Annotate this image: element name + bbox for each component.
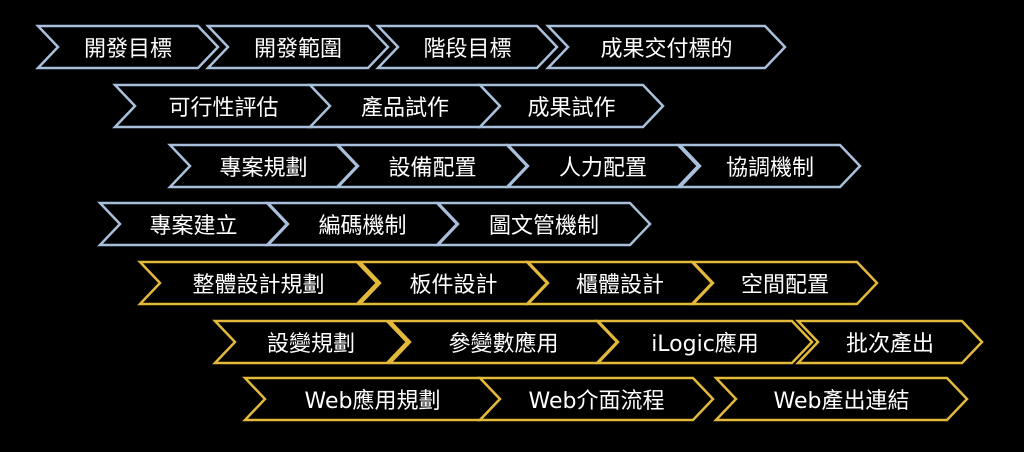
chevron-label: 成果試作 <box>527 96 616 121</box>
chevron-label: 專案建立 <box>149 214 238 239</box>
chevron-label: iLogic應用 <box>651 332 759 357</box>
chevron-label: 櫃體設計 <box>575 273 664 298</box>
chevron-shape <box>595 319 814 365</box>
chevron-shape <box>205 24 390 70</box>
chevron-label: 人力配置 <box>558 156 647 181</box>
chevron-label: 空間配置 <box>740 273 829 298</box>
chevron-label: Web產出連結 <box>773 389 910 414</box>
chevron-label: 開發目標 <box>83 37 172 62</box>
chevron-shape <box>713 376 969 422</box>
chevron-label: 圖文管機制 <box>488 214 599 239</box>
chevron-label: 協調機制 <box>725 156 814 181</box>
chevron-shape <box>435 201 652 247</box>
chevron-label: 批次產出 <box>845 332 934 357</box>
chevron-label: 階段目標 <box>423 37 512 62</box>
chevron-label: 開發範圍 <box>253 37 342 62</box>
chevron-shape <box>477 376 715 422</box>
chevron-label: 板件設計 <box>409 273 498 298</box>
chevron-shape <box>35 24 220 70</box>
chevron-label: 可行性評估 <box>168 96 279 121</box>
chevron-shape <box>505 143 700 189</box>
chevron-label: 成果交付標的 <box>600 37 733 62</box>
chevron-shape <box>690 260 879 306</box>
chevron-label: Web應用規劃 <box>304 389 441 414</box>
chevron-shape <box>212 319 409 365</box>
chevron-label: 設備配置 <box>388 156 477 181</box>
chevron-shape <box>477 83 665 129</box>
chevron-label: Web介面流程 <box>528 389 665 414</box>
chevron-shape <box>375 24 559 70</box>
chevron-shape <box>545 24 787 70</box>
chevron-shape <box>677 143 862 189</box>
chevron-label: 整體設計規劃 <box>192 273 325 298</box>
chevron-shape <box>137 260 379 306</box>
chevron-label: 專案規劃 <box>219 156 308 181</box>
chevron-label: 編碼機制 <box>318 214 407 239</box>
chevron-shape <box>795 319 984 365</box>
chevron-label: 設變規劃 <box>266 332 355 357</box>
chevron-label: 參變數應用 <box>448 332 559 357</box>
chevron-label: 產品試作 <box>360 96 449 121</box>
